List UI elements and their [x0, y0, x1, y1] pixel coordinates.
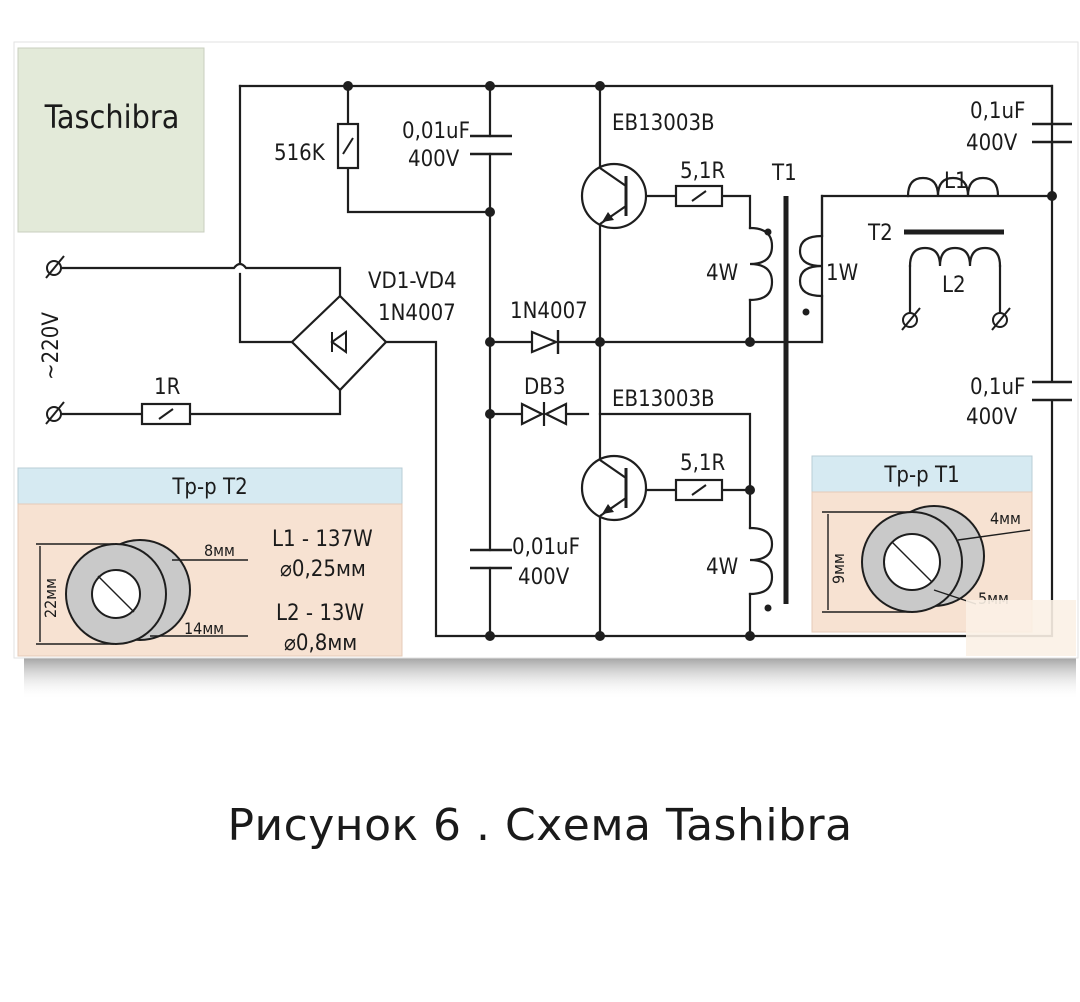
label-l2: L2 [942, 273, 966, 298]
card-shadow [24, 656, 1076, 700]
label-w-upper: 4W [706, 261, 738, 286]
label-c-low-voltage: 400V [518, 565, 570, 590]
title-text: Taschibra [44, 98, 180, 136]
label-c-mid-value: 0,1uF [970, 375, 1025, 400]
label-w-lower: 4W [706, 555, 738, 580]
label-q2: EB13003B [612, 387, 715, 412]
capacitor-start [470, 134, 512, 156]
label-diode: 1N4007 [510, 299, 588, 324]
label-w-feedback: 1W [826, 261, 858, 286]
mains-terminals [45, 255, 65, 425]
label-bridge-part: 1N4007 [378, 301, 456, 326]
bridge-rectifier [290, 294, 388, 392]
label-t1: T1 [771, 161, 797, 186]
capacitor-low [470, 548, 512, 570]
label-r-b2: 5,1R [680, 451, 725, 476]
label-c-start-value: 0,01uF [402, 119, 470, 144]
diac-db3 [520, 402, 568, 426]
label-q1: EB13003B [612, 111, 715, 136]
transistor-q2 [580, 454, 648, 522]
capacitor-mid-right [1032, 380, 1072, 402]
panel-t1-header: Тр-р Т1 [883, 463, 959, 488]
resistor-base-1 [674, 184, 724, 208]
label-diac: DB3 [524, 375, 565, 400]
panel-t2-l2-wire: ⌀0,8мм [284, 631, 357, 656]
mains-label: ~220V [39, 312, 64, 380]
label-c-low-value: 0,01uF [512, 535, 580, 560]
label-l1: L1 [944, 169, 968, 194]
panel-t1-dim-width: 4мм [990, 509, 1021, 528]
capacitor-top-right [1032, 122, 1072, 144]
winding-upper-4w [748, 226, 774, 302]
wiring [56, 86, 1052, 638]
panel-t2-dim-width: 8мм [204, 541, 235, 560]
resistor-1r [140, 402, 192, 426]
winding-l1 [906, 176, 1000, 198]
panel-t2-l1-wire: ⌀0,25мм [280, 557, 366, 582]
title-box [17, 47, 205, 233]
transistor-q1 [580, 162, 648, 230]
panel-t2-l1-turns: L1 - 137W [272, 527, 373, 552]
smudge [966, 600, 1076, 656]
toroid-t2 [36, 539, 248, 645]
diode-1n4007 [530, 330, 560, 354]
resistor-base-2 [674, 478, 724, 502]
label-516k: 516K [274, 141, 326, 166]
panel-t2-header: Тр-р Т2 [171, 475, 247, 500]
panel-t2-dim-outer: 22мм [41, 578, 60, 618]
schematic-diagram: Taschibra [13, 41, 1079, 700]
label-t2: T2 [867, 221, 893, 246]
label-c-mid-voltage: 400V [966, 405, 1018, 430]
label-bridge-name: VD1-VD4 [368, 269, 457, 294]
toroid-t1 [822, 505, 1031, 613]
label-r-input: 1R [154, 375, 181, 400]
panel-t2-dim-inner: 14мм [184, 619, 224, 638]
output-terminals [901, 307, 1011, 331]
junction-dots [343, 81, 1057, 641]
label-c-top-value: 0,1uF [970, 99, 1025, 124]
label-c-top-voltage: 400V [966, 131, 1018, 156]
winding-l2 [908, 246, 1002, 268]
figure-caption: Рисунок 6 . Схема Tashibra [227, 800, 853, 851]
winding-lower-4w [748, 526, 774, 596]
winding-feedback-1w [798, 234, 824, 298]
label-c-start-voltage: 400V [408, 147, 460, 172]
panel-t1-dim-height: 9мм [829, 553, 848, 584]
label-r-b1: 5,1R [680, 159, 725, 184]
panel-t2-l2-turns: L2 - 13W [276, 601, 364, 626]
resistor-516k [336, 122, 360, 170]
